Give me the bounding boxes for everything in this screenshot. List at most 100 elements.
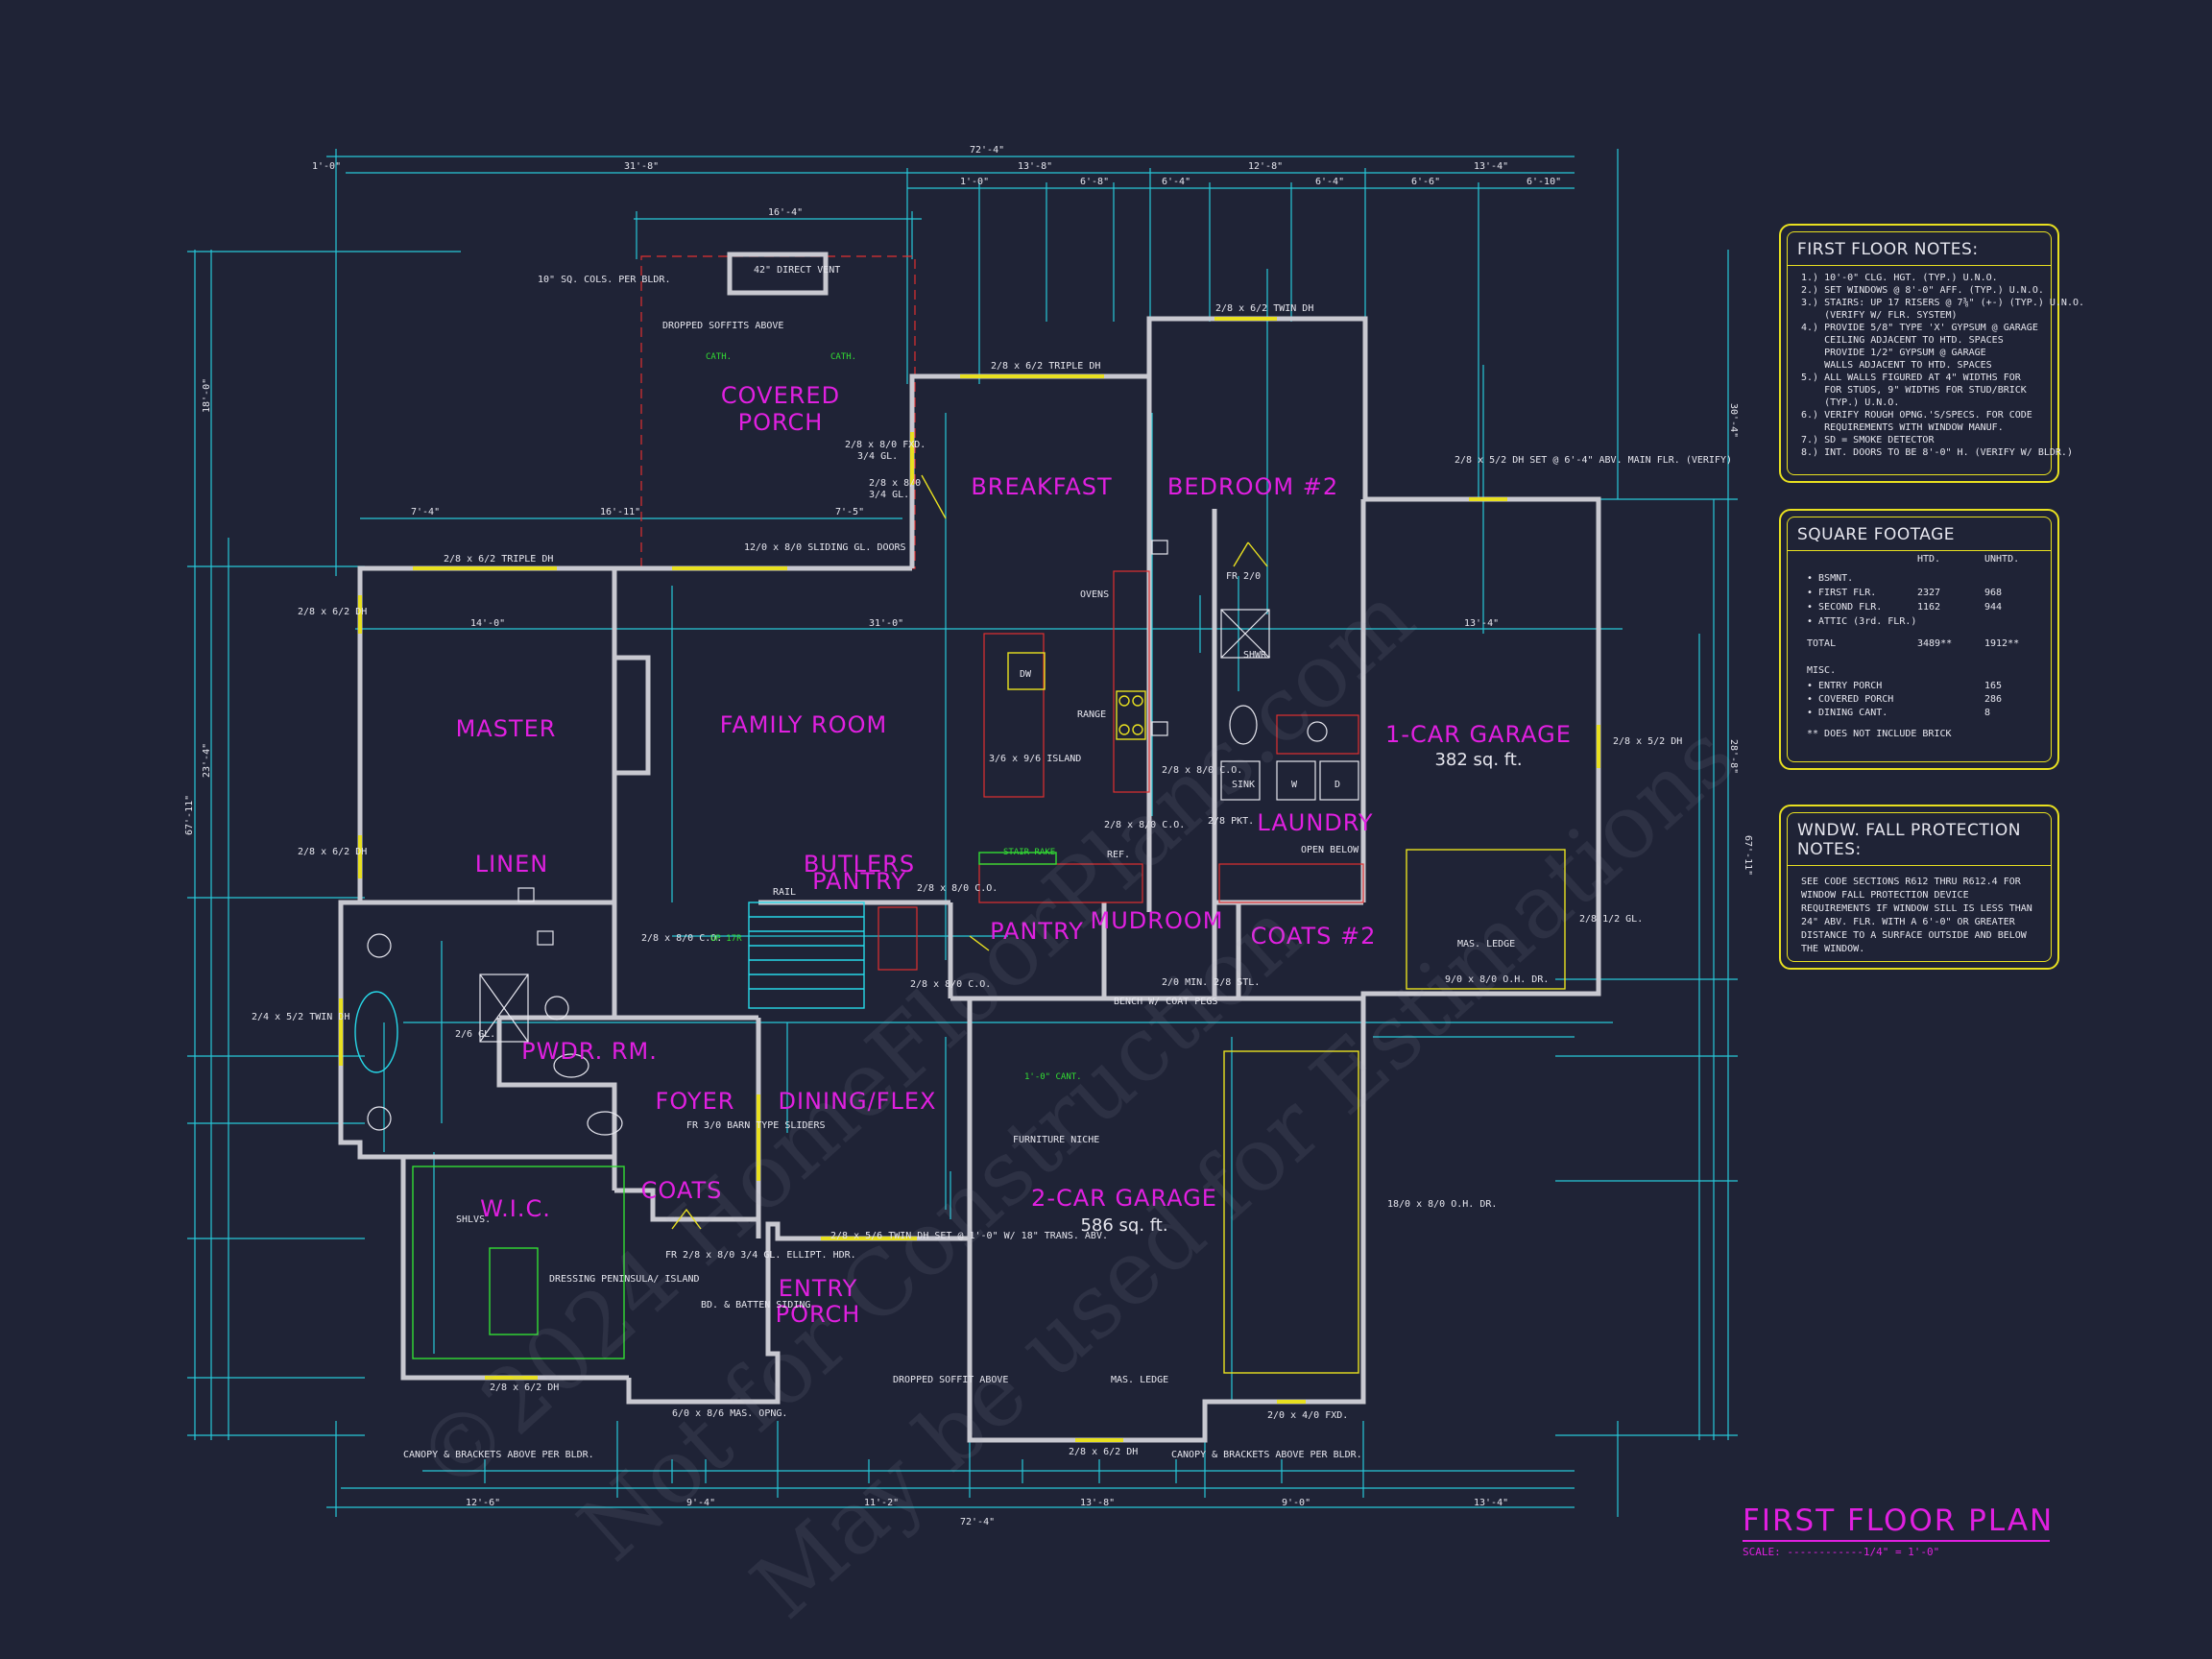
sqft-cell: • BSMNT. [1807, 573, 1854, 584]
svg-text:2/8 x 6/2 DH: 2/8 x 6/2 DH [298, 847, 367, 857]
sqft-cell: TOTAL [1807, 638, 1837, 649]
svg-text:UP 17R: UP 17R [710, 934, 742, 944]
sqft-cell: 944 [1984, 602, 2003, 613]
sqft-cell: • ATTIC (3rd. FLR.) [1807, 616, 1917, 627]
svg-text:2/8 x 8/0: 2/8 x 8/0 [869, 478, 921, 489]
room-covered-porch: COVERED [721, 382, 840, 409]
svg-text:23'-4": 23'-4" [202, 743, 212, 778]
svg-text:2/8 x 8/0 C.O.: 2/8 x 8/0 C.O. [917, 883, 998, 894]
svg-text:12'-8": 12'-8" [1248, 161, 1283, 172]
svg-text:2/8 x 6/2 TRIPLE DH: 2/8 x 6/2 TRIPLE DH [444, 554, 553, 565]
fixtures [354, 474, 1566, 1374]
svg-text:14'-0": 14'-0" [470, 618, 505, 629]
room-butlers-2: PANTRY [812, 868, 906, 895]
room-family: FAMILY ROOM [720, 711, 887, 738]
sqft-row: MISC. [1807, 665, 2037, 679]
garage-1-sqft: 382 sq. ft. [1434, 750, 1522, 770]
svg-text:2/8 x 8/0 C.O.: 2/8 x 8/0 C.O. [910, 979, 991, 990]
svg-text:13'-4": 13'-4" [1464, 618, 1499, 629]
square-footage-title: SQUARE FOOTAGE [1788, 517, 2051, 551]
first-floor-note: 1.) 10'-0" CLG. HGT. (TYP.) U.N.O. [1801, 273, 1998, 283]
svg-text:CATH.: CATH. [830, 352, 856, 362]
svg-text:31'-8": 31'-8" [624, 161, 659, 172]
svg-text:10" SQ. COLS. PER BLDR.: 10" SQ. COLS. PER BLDR. [538, 275, 670, 285]
drawing-title: FIRST FLOOR PLAN [1743, 1503, 2055, 1538]
room-breakfast: BREAKFAST [971, 473, 1112, 500]
square-footage-panel: SQUARE FOOTAGE HTD. UNHTD. • BSMNT.• FIR… [1779, 509, 2059, 770]
room-laundry: LAUNDRY [1257, 809, 1373, 836]
svg-text:11'-2": 11'-2" [864, 1498, 899, 1508]
svg-text:REF.: REF. [1107, 850, 1130, 860]
svg-text:9/0 x 8/0 O.H. DR.: 9/0 x 8/0 O.H. DR. [1445, 974, 1549, 985]
window-fall-notes-panel: WNDW. FALL PROTECTION NOTES: SEE CODE SE… [1779, 805, 2059, 970]
svg-text:16'-11": 16'-11" [600, 507, 640, 517]
svg-text:2/8 x 6/2 DH: 2/8 x 6/2 DH [490, 1382, 559, 1393]
svg-text:FR 2/8 x 8/0 3/4 GL. ELLIPT. H: FR 2/8 x 8/0 3/4 GL. ELLIPT. HDR. [665, 1250, 856, 1261]
sqft-cell: • ENTRY PORCH [1807, 681, 1883, 691]
svg-text:DROPPED SOFFITS ABOVE: DROPPED SOFFITS ABOVE [662, 321, 783, 331]
sqft-row: ** DOES NOT INCLUDE BRICK [1807, 729, 2037, 742]
svg-text:2/8 x 5/2 DH SET @ 6'-4" ABV.: 2/8 x 5/2 DH SET @ 6'-4" ABV. MAIN FLR. … [1455, 455, 1732, 466]
svg-text:13'-4": 13'-4" [1474, 1498, 1508, 1508]
svg-text:16'-4": 16'-4" [768, 207, 803, 218]
room-coats: COATS [641, 1177, 723, 1204]
svg-text:2/8 x 8/0 C.O.: 2/8 x 8/0 C.O. [1104, 820, 1185, 830]
svg-text:2/0 x 4/0 FXD.: 2/0 x 4/0 FXD. [1267, 1410, 1348, 1421]
room-wic: W.I.C. [480, 1195, 551, 1222]
annotations: 10" SQ. COLS. PER BLDR. DROPPED SOFFITS … [252, 265, 1732, 1460]
garage-2-sqft: 586 sq. ft. [1080, 1215, 1167, 1236]
svg-text:2/0 MIN. 2/8 STL.: 2/0 MIN. 2/8 STL. [1162, 977, 1260, 988]
svg-text:67'-11": 67'-11" [184, 795, 195, 835]
sqft-cell: ** DOES NOT INCLUDE BRICK [1807, 729, 1952, 739]
sqft-row: • ATTIC (3rd. FLR.) [1807, 616, 2037, 630]
svg-text:31'-0": 31'-0" [869, 618, 903, 629]
svg-text:D: D [1334, 780, 1340, 790]
first-floor-note: 8.) INT. DOORS TO BE 8'-0" H. (VERIFY W/… [1801, 447, 2073, 458]
sqft-cell: • FIRST FLR. [1807, 588, 1877, 598]
svg-text:30'-4": 30'-4" [1728, 403, 1739, 438]
svg-text:SINK: SINK [1232, 780, 1255, 790]
room-coats-2: COATS #2 [1251, 923, 1377, 950]
sqft-cell: 286 [1984, 694, 2003, 705]
first-floor-notes-list: 1.) 10'-0" CLG. HGT. (TYP.) U.N.O.2.) SE… [1788, 272, 2084, 459]
svg-text:6'-4": 6'-4" [1162, 177, 1190, 187]
sqft-row: • BSMNT. [1807, 573, 2037, 587]
sqft-cell: 165 [1984, 681, 2003, 691]
svg-text:DRESSING PENINSULA/ ISLAND: DRESSING PENINSULA/ ISLAND [549, 1274, 700, 1285]
svg-text:12'-6": 12'-6" [466, 1498, 500, 1508]
first-floor-note: (VERIFY W/ FLR. SYSTEM) [1801, 310, 1958, 321]
svg-text:1'-0": 1'-0" [312, 161, 341, 172]
svg-text:3/4 GL.: 3/4 GL. [857, 451, 898, 462]
svg-text:6'-10": 6'-10" [1527, 177, 1561, 187]
room-labels: COVERED PORCH BREAKFAST BEDROOM #2 MASTE… [456, 382, 1571, 1328]
first-floor-note: PROVIDE 1/2" GYPSUM @ GARAGE [1801, 348, 1986, 358]
svg-text:13'-8": 13'-8" [1080, 1498, 1115, 1508]
sqft-cell: • COVERED PORCH [1807, 694, 1894, 705]
smoke-detectors [517, 540, 1168, 946]
room-garage-2: 2-CAR GARAGE [1031, 1185, 1217, 1212]
first-floor-note: 5.) ALL WALLS FIGURED AT 4" WIDTHS FOR [1801, 373, 2021, 383]
room-bedroom-2: BEDROOM #2 [1167, 473, 1338, 500]
svg-text:9'-0": 9'-0" [1282, 1498, 1310, 1508]
svg-text:BD. & BATTEN SIDING: BD. & BATTEN SIDING [701, 1300, 810, 1310]
room-linen: LINEN [475, 851, 549, 878]
svg-text:CATH.: CATH. [706, 352, 732, 362]
svg-text:67'-11": 67'-11" [1743, 835, 1753, 876]
first-floor-notes-panel: FIRST FLOOR NOTES: 1.) 10'-0" CLG. HGT. … [1779, 224, 2084, 483]
svg-text:13'-8": 13'-8" [1018, 161, 1052, 172]
svg-text:2/8 x 6/2 DH: 2/8 x 6/2 DH [1069, 1447, 1138, 1457]
svg-text:STAIR RAKE: STAIR RAKE [1003, 848, 1055, 857]
room-foyer: FOYER [656, 1088, 735, 1115]
room-entry-porch-2: PORCH [776, 1301, 861, 1328]
svg-text:6'-8": 6'-8" [1080, 177, 1109, 187]
svg-text:2/8 x 8/0 C.O.: 2/8 x 8/0 C.O. [1162, 765, 1242, 776]
svg-text:7'-5": 7'-5" [835, 507, 864, 517]
svg-text:2/8 x 8/0 C.O.: 2/8 x 8/0 C.O. [641, 933, 722, 944]
sqft-cell: MISC. [1807, 665, 1837, 676]
room-mudroom: MUDROOM [1091, 907, 1224, 934]
room-dining: DINING/FLEX [778, 1088, 936, 1115]
svg-text:2/8 x 5/6 TWIN DH SET @ 1'-0": 2/8 x 5/6 TWIN DH SET @ 1'-0" W/ 18" TRA… [830, 1231, 1108, 1241]
